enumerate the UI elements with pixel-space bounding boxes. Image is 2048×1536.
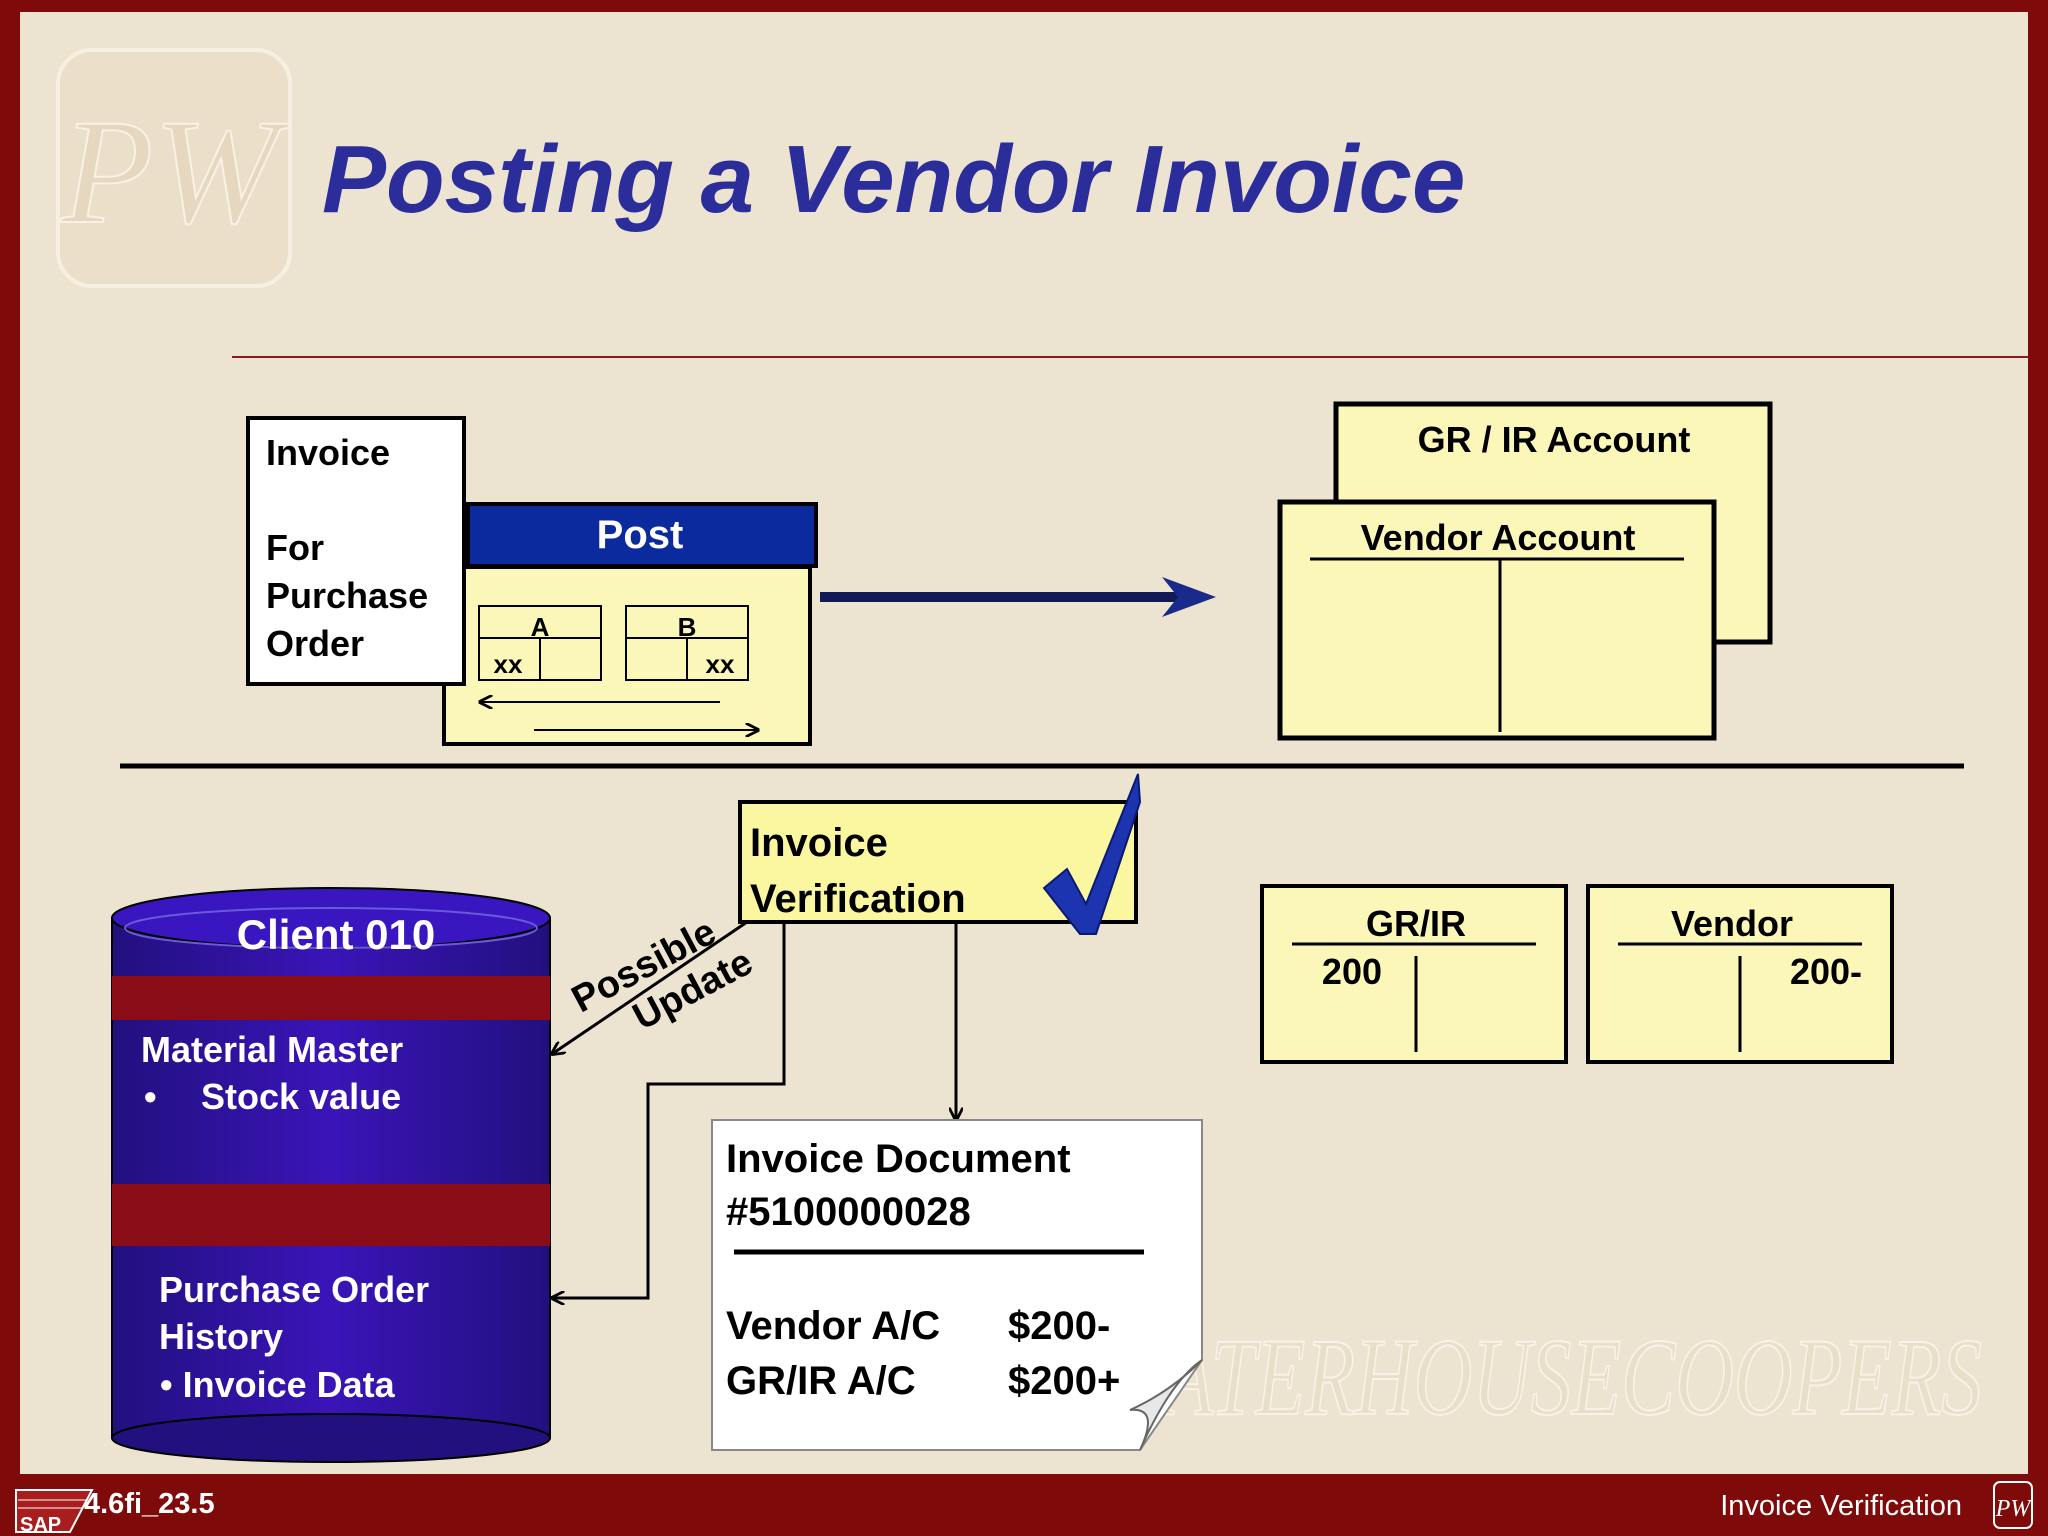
- client-database: Client 010 Material Master • Stock value…: [111, 887, 551, 1463]
- pwc-monogram: PW: [61, 89, 291, 255]
- vendor-account-title: Vendor Account: [1361, 517, 1636, 558]
- gr-ir-account-title: GR / IR Account: [1418, 419, 1691, 460]
- db-band-middle: [112, 1184, 550, 1246]
- update-arrow-material: [552, 918, 751, 1054]
- column-a-label: A: [531, 612, 550, 642]
- database-title: Client 010: [237, 911, 435, 958]
- post-header: [466, 502, 818, 568]
- checkmark-icon: [1042, 773, 1142, 935]
- document-number: #5100000028: [726, 1190, 971, 1234]
- diagram-canvas: PW Posting a Vendor Invoice WATERHOUSECO…: [56, 48, 2028, 1463]
- gr-ir-t-account: GR/IR 200: [1260, 884, 1568, 1064]
- invoice-card-line4: Order: [266, 623, 364, 664]
- po-history-item: • Invoice Data: [160, 1364, 396, 1405]
- footer-mini-logo: PW: [1993, 1481, 2033, 1529]
- post-panel: Post A xx B xx: [442, 502, 818, 746]
- material-master-bullet: •: [144, 1076, 157, 1117]
- invoice-card-line2: For: [266, 527, 324, 568]
- verification-line2: Verification: [750, 877, 966, 921]
- po-history-line2: History: [159, 1316, 283, 1357]
- vendor-t-account: Vendor 200-: [1586, 884, 1894, 1064]
- vendor-account-card: Vendor Account: [1277, 499, 1717, 741]
- post-header-label: Post: [597, 513, 684, 557]
- column-b-value: xx: [706, 649, 735, 679]
- vendor-t-title: Vendor: [1671, 903, 1793, 944]
- footer-title: Invoice Verification: [1720, 1490, 1962, 1522]
- page-title: Posting a Vendor Invoice: [322, 126, 1465, 233]
- document-row2-label: GR/IR A/C: [726, 1359, 916, 1403]
- invoice-card-line1: Invoice: [266, 432, 390, 473]
- update-arrow-po-history: [552, 924, 786, 1298]
- sap-logo: SAP: [15, 1489, 94, 1536]
- possible-update-label: Possible Update: [565, 911, 759, 1039]
- db-band-top: [112, 976, 550, 1020]
- invoice-verification-box: Invoice Verification: [738, 773, 1142, 935]
- footer-bar: SAP PW 4.6fi_23.5 Invoice Verification: [0, 1474, 2048, 1536]
- footer-mini-logo-text: PW: [1995, 1496, 2033, 1522]
- page-curl-icon: [1129, 1359, 1203, 1451]
- watermark-text: WATERHOUSECOOPERS: [1102, 1316, 1982, 1438]
- pwc-logo: PW: [56, 48, 292, 288]
- slide-canvas: PW Posting a Vendor Invoice WATERHOUSECO…: [20, 12, 2028, 1474]
- sap-logo-text: SAP: [20, 1514, 61, 1536]
- document-row2-value: $200+: [1008, 1359, 1120, 1403]
- document-row1-label: Vendor A/C: [726, 1304, 940, 1348]
- invoice-card: Invoice For Purchase Order: [246, 416, 466, 686]
- gr-ir-debit-value: 200: [1322, 951, 1382, 992]
- verification-line1: Invoice: [750, 821, 888, 865]
- slide-code: 4.6fi_23.5: [84, 1488, 215, 1520]
- material-master-item: Stock value: [201, 1076, 401, 1117]
- material-master-title: Material Master: [141, 1029, 403, 1070]
- gr-ir-t-title: GR/IR: [1366, 903, 1466, 944]
- posting-arrow: [820, 577, 1216, 617]
- po-history-line1: Purchase Order: [159, 1269, 429, 1310]
- vendor-credit-value: 200-: [1790, 951, 1862, 992]
- invoice-document: Invoice Document #5100000028 Vendor A/C …: [711, 1119, 1203, 1451]
- footer-graphics: SAP PW: [15, 1481, 2033, 1536]
- column-a-value: xx: [494, 649, 523, 679]
- document-title: Invoice Document: [726, 1137, 1071, 1181]
- document-row1-value: $200-: [1008, 1304, 1110, 1348]
- invoice-card-line3: Purchase: [266, 575, 428, 616]
- column-b-label: B: [678, 612, 697, 642]
